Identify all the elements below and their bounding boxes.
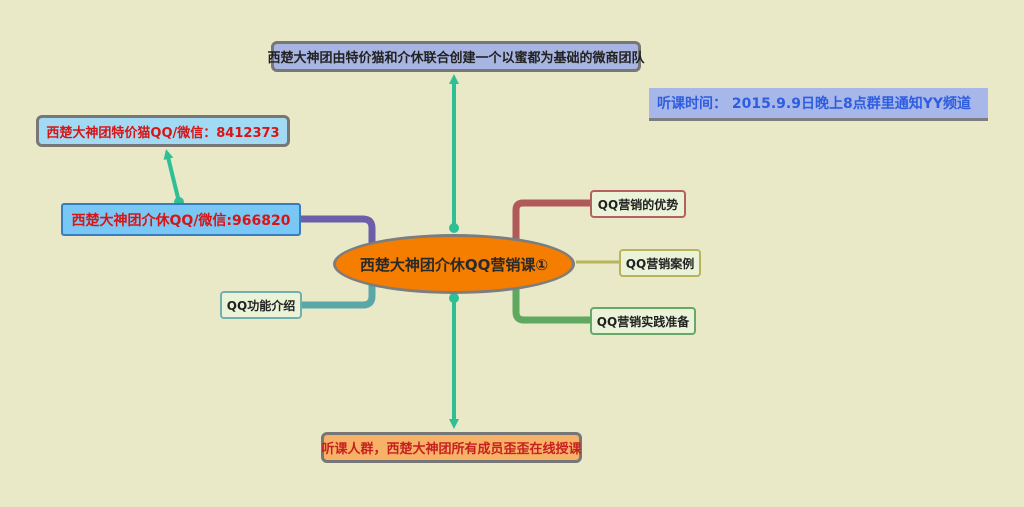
- schedule-info: 听课时间： 2015.9.9日晚上8点群里通知YY频道: [649, 88, 988, 121]
- branch-line-left-main: [300, 215, 376, 248]
- branch-line-advantage: [512, 199, 590, 240]
- arrow-to-left-top: [163, 149, 181, 203]
- subtopic-qq-marketing-advantage[interactable]: QQ营销的优势: [590, 190, 686, 218]
- arrow-origin-dot: [449, 223, 459, 233]
- topic-contact-jiexiu[interactable]: 西楚大神团介休QQ/微信:966820: [61, 203, 301, 236]
- arrow-origin-dot: [449, 293, 459, 303]
- branch-line-prepare: [512, 288, 590, 324]
- central-topic[interactable]: 西楚大神团介休QQ营销课①: [333, 234, 575, 294]
- subtopic-qq-marketing-case[interactable]: QQ营销案例: [619, 249, 701, 277]
- branch-line-intro: [302, 282, 376, 309]
- subtopic-qq-marketing-preparation[interactable]: QQ营销实践准备: [590, 307, 696, 335]
- topic-contact-tejiamao[interactable]: 西楚大神团特价猫QQ/微信：8412373: [36, 115, 290, 147]
- subtopic-qq-feature-intro[interactable]: QQ功能介绍: [220, 291, 302, 319]
- topic-team-description[interactable]: 西楚大神团由特价猫和介休联合创建一个以蜜都为基础的微商团队: [268, 41, 645, 72]
- topic-audience[interactable]: 听课人群，西楚大神团所有成员歪歪在线授课: [321, 432, 582, 463]
